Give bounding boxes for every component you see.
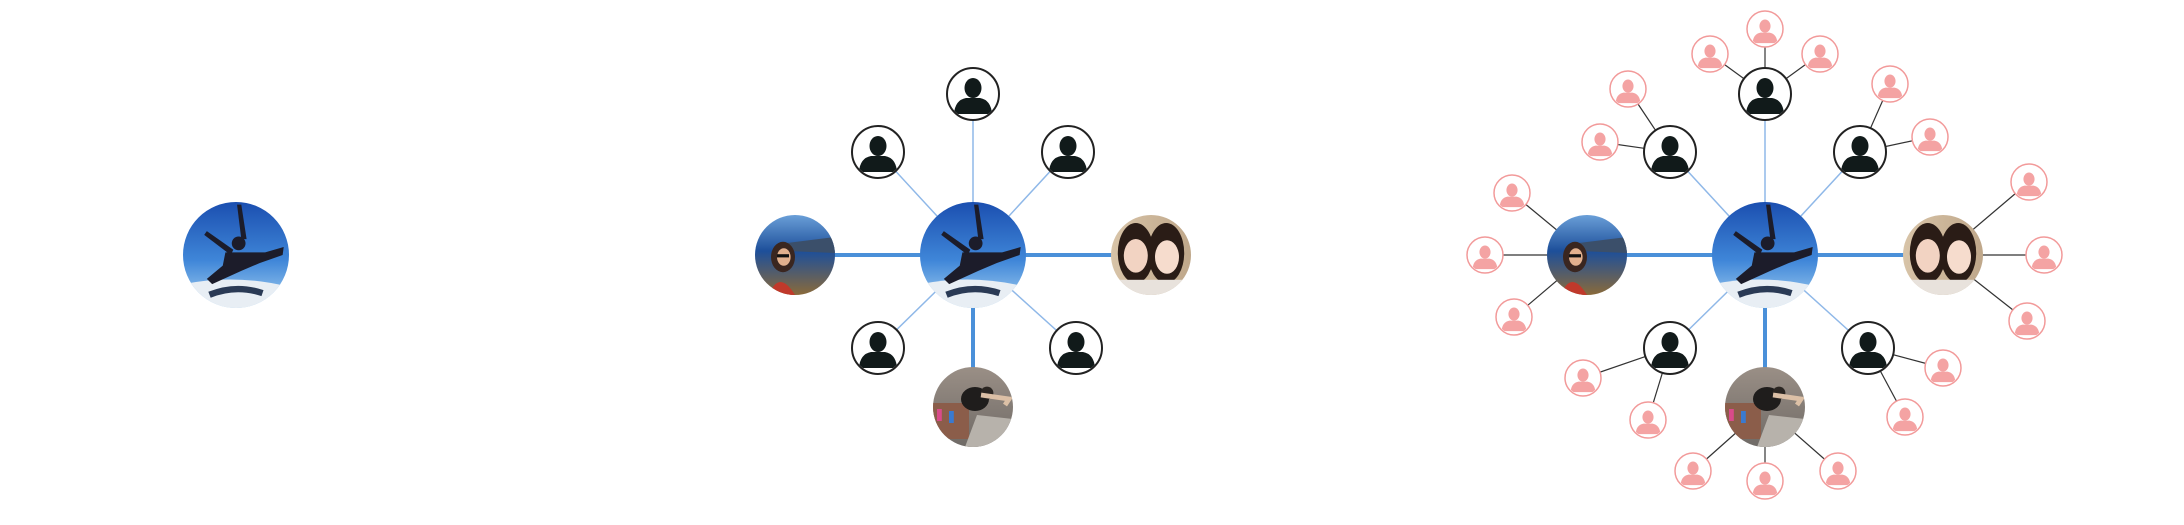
panel3-second-degree-person-0-2	[1801, 35, 1839, 73]
panel3-second-degree-person-3-1	[1629, 401, 1667, 439]
panel3-second-degree-person-7-2	[1819, 452, 1857, 490]
panel3-second-degree-person-6-2	[2008, 302, 2046, 340]
panel2-acquaintance-lower-left	[851, 321, 905, 375]
panel3-second-degree-person-0-0	[1746, 10, 1784, 48]
panel3-acquaintance-upper-right	[1833, 125, 1887, 179]
panel3-second-degree-person-1-0	[1609, 70, 1647, 108]
panel3-second-degree-person-5-0	[1493, 174, 1531, 212]
panel2-acquaintance-top	[946, 67, 1000, 121]
panel3-acquaintance-lower-left	[1643, 321, 1697, 375]
panel2-acquaintance-upper-right	[1041, 125, 1095, 179]
panel2-friend-photo-left	[755, 215, 835, 295]
panel3-second-degree-person-6-1	[2025, 236, 2063, 274]
panel3-second-degree-person-7-0	[1674, 452, 1712, 490]
panel3-second-degree-person-4-1	[1886, 398, 1924, 436]
panel2-friend-photo-right	[1111, 215, 1191, 295]
panel2-ego-node	[920, 202, 1026, 308]
panel3-friend-photo-left	[1547, 215, 1627, 295]
panel3-acquaintance-lower-right	[1841, 321, 1895, 375]
panel3-acquaintance-upper-left	[1643, 125, 1697, 179]
panel3-second-degree-person-2-1	[1911, 118, 1949, 156]
panel3-acquaintance-top	[1738, 67, 1792, 121]
panel3-second-degree-person-5-2	[1495, 298, 1533, 336]
panel3-second-degree-person-6-0	[2010, 163, 2048, 201]
panel2-friend-photo-bottom	[933, 367, 1013, 447]
panel3-second-degree-person-3-0	[1564, 359, 1602, 397]
panel3-friend-photo-right	[1903, 215, 1983, 295]
panel3-second-degree-person-2-0	[1871, 65, 1909, 103]
panel2-acquaintance-upper-left	[851, 125, 905, 179]
panel2-acquaintance-lower-right	[1049, 321, 1103, 375]
panel3-second-degree-person-4-0	[1924, 349, 1962, 387]
panel3-second-degree-person-0-1	[1691, 35, 1729, 73]
nodes-layer	[183, 10, 2063, 500]
panel3-ego-node	[1712, 202, 1818, 308]
panel3-second-degree-person-1-1	[1581, 123, 1619, 161]
panel1-ego-node	[183, 202, 289, 308]
panel3-friend-photo-bottom	[1725, 367, 1805, 447]
panel3-second-degree-person-5-1	[1466, 236, 1504, 274]
panel3-second-degree-person-7-1	[1746, 462, 1784, 500]
